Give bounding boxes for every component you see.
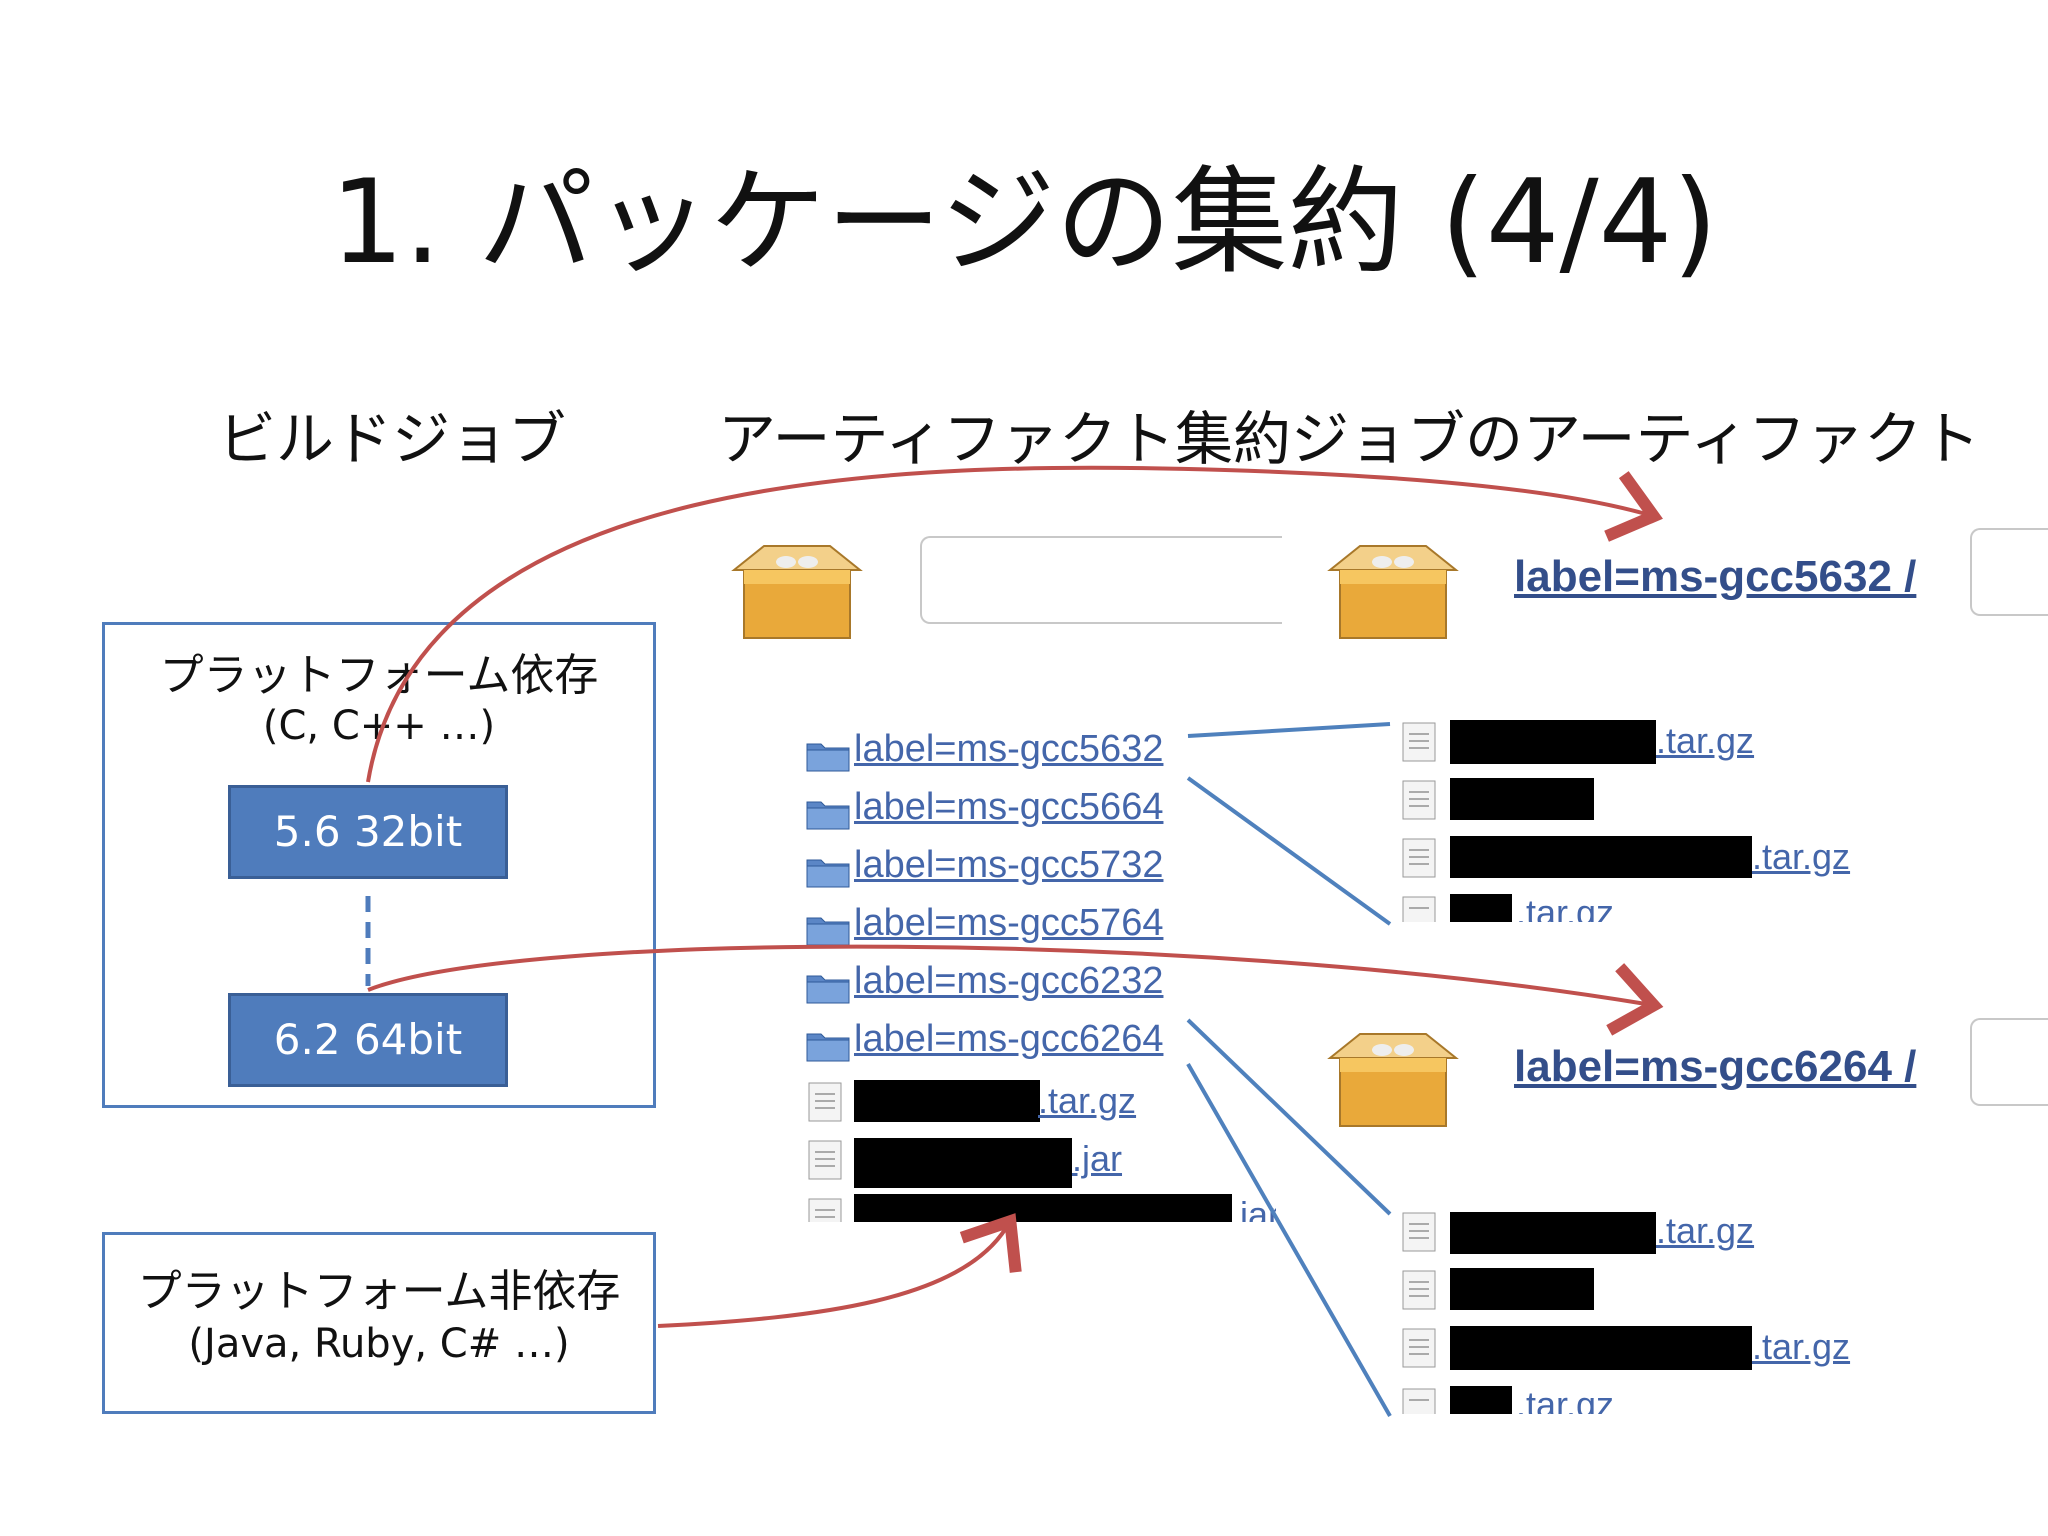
blue-connector bbox=[1187, 722, 1391, 738]
artifact-folder-list: label=ms-gcc5632 label=ms-gcc5664 label=… bbox=[806, 728, 1276, 1228]
file-icon bbox=[808, 1140, 842, 1180]
list-item[interactable]: .tar.gz bbox=[1400, 1324, 1920, 1374]
folder-icon bbox=[806, 743, 850, 772]
folder-link[interactable]: label=ms-gcc6264 bbox=[854, 1018, 1164, 1060]
panel-2-file-list: .tar.gz .tar.gz .tar.gz bbox=[1400, 1208, 1920, 1414]
redacted-filename bbox=[1450, 836, 1752, 878]
package-box-icon bbox=[731, 545, 863, 639]
build-job-5-6-32bit[interactable]: 5.6 32bit bbox=[228, 785, 508, 879]
red-arrow bbox=[657, 1213, 1022, 1328]
file-link[interactable]: .tar.gz bbox=[1752, 1326, 1851, 1367]
list-item[interactable]: .tar.gz bbox=[1400, 892, 1920, 922]
redacted-filename bbox=[854, 1138, 1072, 1188]
redacted-filename bbox=[1450, 1212, 1656, 1254]
aggregated-artifacts-heading: アーティファクト集約ジョブのアーティファクト bbox=[718, 405, 1981, 473]
file-icon bbox=[808, 1082, 842, 1122]
red-arrow bbox=[366, 465, 1663, 783]
build-job-6-2-64bit[interactable]: 6.2 64bit bbox=[228, 993, 508, 1087]
folder-icon bbox=[806, 917, 850, 946]
platform-dependent-title: プラットフォーム依存 bbox=[159, 650, 599, 701]
redacted-filename bbox=[1450, 1268, 1594, 1310]
panel-2-edge bbox=[1970, 1018, 2048, 1106]
list-item[interactable]: .tar.gz bbox=[1400, 834, 1920, 884]
panel-2-path-label[interactable]: label=ms-gcc6264 / bbox=[1514, 1042, 1917, 1091]
file-link[interactable]: .tar.gz bbox=[1516, 892, 1615, 922]
list-item[interactable]: .tar.gz bbox=[806, 1078, 1276, 1128]
build-jobs-heading: ビルドジョブ bbox=[218, 405, 567, 473]
redacted-filename bbox=[854, 1080, 1040, 1122]
platform-dependent-box: プラットフォーム依存 (C, C++ …) 5.6 32bit 6.2 64bi… bbox=[102, 622, 656, 1108]
redacted-filename bbox=[1450, 1386, 1512, 1414]
platform-independent-title: プラットフォーム非依存 bbox=[137, 1266, 621, 1317]
redacted-filename bbox=[1450, 720, 1656, 764]
panel-1-edge bbox=[1970, 528, 2048, 616]
file-link[interactable]: .tar.gz bbox=[1656, 1210, 1755, 1251]
redacted-filename bbox=[1450, 894, 1512, 922]
blue-connector bbox=[1186, 776, 1392, 926]
folder-icon bbox=[806, 1033, 850, 1062]
file-icon bbox=[1402, 896, 1436, 922]
blue-connector bbox=[1186, 1063, 1392, 1417]
file-icon bbox=[808, 1198, 842, 1222]
slide-title: 1. パッケージの集約 (4/4) bbox=[330, 155, 1718, 290]
package-box-icon bbox=[1327, 545, 1459, 639]
file-link[interactable]: .tar.gz bbox=[1038, 1080, 1137, 1121]
list-item[interactable] bbox=[1400, 776, 1920, 826]
file-icon bbox=[1402, 1212, 1436, 1252]
folder-icon bbox=[806, 859, 850, 888]
folder-link[interactable]: label=ms-gcc6232 bbox=[854, 960, 1164, 1002]
file-link[interactable]: .tar.gz bbox=[1516, 1384, 1615, 1414]
file-icon bbox=[1402, 1328, 1436, 1368]
platform-independent-subtitle: (Java, Ruby, C# …) bbox=[188, 1321, 570, 1367]
file-icon bbox=[1402, 1270, 1436, 1310]
list-item[interactable]: .tar.gz bbox=[1400, 1208, 1920, 1258]
blue-connector bbox=[1186, 1018, 1392, 1216]
file-link[interactable]: .jar bbox=[1072, 1138, 1123, 1179]
folder-link[interactable]: label=ms-gcc5664 bbox=[854, 786, 1164, 828]
panel-1-path-label[interactable]: label=ms-gcc5632 / bbox=[1514, 552, 1917, 601]
file-icon bbox=[1402, 1388, 1436, 1414]
folder-icon bbox=[806, 801, 850, 830]
list-item[interactable]: .jar bbox=[806, 1136, 1276, 1188]
folder-link[interactable]: label=ms-gcc5732 bbox=[854, 844, 1164, 886]
file-icon bbox=[1402, 838, 1436, 878]
file-icon bbox=[1402, 722, 1436, 762]
package-box-icon bbox=[1327, 1033, 1459, 1127]
red-arrow bbox=[367, 944, 1664, 1036]
file-link[interactable]: .tar.gz bbox=[1656, 720, 1755, 761]
list-item[interactable]: .tar.gz bbox=[1400, 718, 1920, 768]
redacted-filename bbox=[1450, 778, 1594, 820]
panel-1-file-list: .tar.gz .tar.gz .tar.gz bbox=[1400, 718, 1920, 922]
redacted-filename bbox=[854, 1194, 1232, 1222]
folder-link[interactable]: label=ms-gcc5764 bbox=[854, 902, 1164, 944]
file-icon bbox=[1402, 780, 1436, 820]
list-item[interactable]: .tar.gz bbox=[1400, 1384, 1920, 1414]
folder-link[interactable]: label=ms-gcc5632 bbox=[854, 728, 1164, 770]
redacted-filename bbox=[1450, 1326, 1752, 1370]
platform-independent-box: プラットフォーム非依存 (Java, Ruby, C# …) bbox=[102, 1232, 656, 1414]
list-item[interactable] bbox=[1400, 1266, 1920, 1316]
folder-icon bbox=[806, 975, 850, 1004]
list-item[interactable]: .jar bbox=[806, 1194, 1276, 1222]
file-link[interactable]: .tar.gz bbox=[1752, 836, 1851, 877]
artifact-filter-field[interactable] bbox=[920, 536, 1282, 624]
